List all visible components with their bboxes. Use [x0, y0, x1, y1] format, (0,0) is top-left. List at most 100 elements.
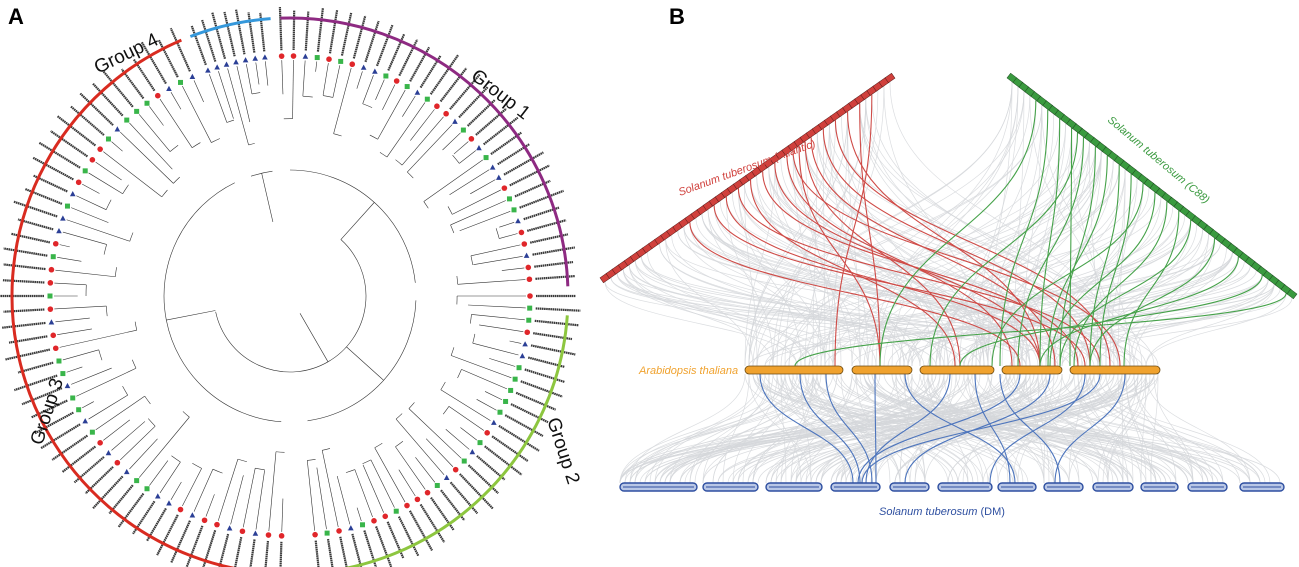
marker-square: [477, 440, 483, 446]
branch: [261, 173, 274, 223]
leaf-label: [24, 187, 63, 205]
branch: [59, 329, 137, 348]
clade-arc: [442, 406, 450, 415]
leaf-label: [363, 530, 378, 567]
leaf-label: [398, 39, 419, 77]
branch: [484, 391, 503, 400]
leaf-label: [476, 455, 506, 481]
leaf-label: [515, 391, 557, 411]
marker-triangle: [495, 174, 502, 180]
marker-circle: [443, 110, 449, 117]
branch: [170, 92, 182, 110]
leaf-label: [397, 516, 420, 557]
clade-arc: [250, 170, 273, 177]
branch: [281, 498, 284, 532]
branch: [111, 141, 123, 152]
background-link: [1025, 373, 1055, 484]
marker-circle: [468, 136, 475, 142]
clade-arc: [163, 182, 282, 422]
branch: [423, 159, 483, 202]
clade-arc: [248, 143, 255, 146]
branch: [448, 406, 485, 431]
leaf-label: [316, 7, 324, 52]
background-link: [1093, 373, 1204, 484]
branch: [242, 468, 256, 528]
background-link: [987, 373, 1261, 484]
clade-arc: [362, 103, 373, 108]
background-link: [624, 373, 802, 484]
leaf-label: [279, 541, 283, 567]
background-link: [955, 373, 1080, 484]
marker-square: [89, 429, 95, 435]
branch: [306, 460, 315, 531]
branch: [149, 460, 169, 486]
background-link: [963, 229, 1203, 367]
clade-arc: [191, 142, 201, 148]
background-link: [1053, 279, 1269, 367]
branch: [55, 317, 90, 323]
marker-square: [360, 522, 366, 528]
background-link: [1121, 373, 1124, 484]
branch: [316, 467, 327, 530]
marker-square: [338, 58, 344, 64]
background-link: [1089, 373, 1214, 484]
clade-arc: [226, 119, 235, 123]
marker-circle: [326, 56, 332, 62]
background-link: [752, 373, 853, 484]
background-link: [1073, 373, 1124, 484]
leaf-label: [117, 492, 145, 528]
clade-arc: [169, 144, 179, 152]
background-link: [1097, 373, 1271, 484]
background-link: [832, 373, 1157, 484]
leaf-label: [185, 525, 204, 567]
branch: [440, 389, 491, 421]
background-link: [859, 373, 979, 484]
marker-triangle: [476, 145, 482, 151]
branch: [322, 63, 329, 96]
synteny-link: [834, 120, 1111, 367]
clade-arc: [345, 469, 355, 473]
marker-triangle: [519, 353, 526, 359]
background-link: [665, 239, 945, 367]
leaf-label: [351, 533, 363, 567]
clade-arc: [423, 201, 429, 209]
branch: [395, 446, 426, 490]
leaf-label: [169, 27, 191, 72]
synteny-link: [1017, 137, 1085, 367]
clade-arc: [122, 184, 129, 194]
background-link: [919, 206, 1174, 367]
clade-arc: [333, 133, 342, 137]
group-3-label: Group 3: [27, 376, 68, 448]
branch: [321, 450, 339, 528]
background-link: [1001, 141, 1090, 367]
background-link: [654, 373, 766, 484]
marker-circle: [97, 146, 103, 152]
marker-triangle: [214, 64, 220, 70]
branch: [509, 340, 522, 344]
marker-square: [526, 317, 532, 323]
branch: [336, 475, 351, 525]
leaf-label: [364, 20, 380, 63]
branch: [111, 421, 146, 451]
clade-arc: [495, 228, 500, 239]
synteny-link: [1039, 118, 1061, 367]
branch: [217, 459, 239, 521]
background-link: [788, 373, 1019, 484]
background-link: [829, 124, 1143, 367]
synteny-link: [859, 103, 881, 367]
arabidopsis-chromosomes: [744, 365, 1161, 375]
leaf-label: [102, 70, 134, 108]
branch: [66, 219, 130, 242]
background-link: [824, 91, 1025, 367]
background-link: [850, 373, 1035, 484]
background-link: [628, 264, 774, 367]
branch: [129, 122, 173, 170]
background-link: [748, 81, 1013, 367]
background-link: [815, 373, 1111, 484]
branch: [255, 62, 260, 85]
branch: [499, 222, 515, 228]
leaf-label: [535, 307, 581, 312]
background-link: [967, 373, 1177, 484]
leaf-label: [190, 25, 207, 66]
branch: [182, 85, 212, 143]
